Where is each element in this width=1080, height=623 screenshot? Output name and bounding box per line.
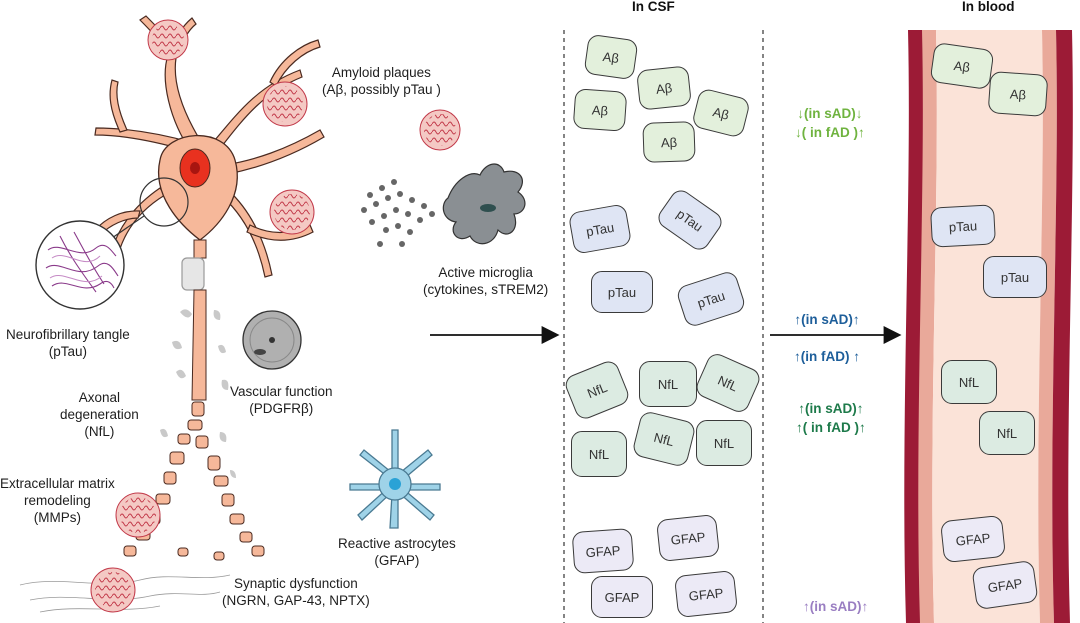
label-vascular: Vascular function (PDGFRβ)	[230, 383, 333, 417]
amyloid-plaque-icon	[90, 19, 461, 613]
csf-ptau-chip: pTau	[591, 271, 653, 313]
csf-nfl-chip: NfL	[696, 420, 752, 466]
neuron-soma	[158, 134, 238, 241]
label-astro-line1: Reactive astrocytes	[338, 536, 456, 551]
label-microglia-line1: Active microglia	[438, 265, 533, 280]
csf-gfap-chip: GFAP	[673, 569, 739, 619]
vascular-cell-icon	[242, 310, 302, 370]
label-ecm-line3: (MMPs)	[33, 510, 82, 525]
label-ecm-line1: Extracellular matrix	[0, 476, 115, 491]
csf-gfap-chip: GFAP	[571, 527, 635, 575]
change-ab-line2: ↓( in fAD )↑	[795, 125, 865, 140]
csf-gfap-chip: GFAP	[591, 576, 653, 618]
label-axonal-line3: (NfL)	[84, 424, 115, 439]
change-gfap: ↑(in sAD)↑	[803, 599, 869, 614]
change-ptau-line2: ↑(in fAD) ↑	[794, 349, 860, 364]
blood-nfl-chip: NfL	[941, 360, 997, 404]
blood-gfap-chip: GFAP	[971, 559, 1039, 611]
change-ab: ↓(in sAD)↓ ↓( in fAD )↑	[795, 104, 865, 142]
csf-nfl-chip: NfL	[571, 431, 627, 477]
blood-ptau-chip: pTau	[929, 204, 997, 248]
label-amyloid: Amyloid plaques (Aβ, possibly pTau )	[322, 64, 441, 98]
blood-gfap-chip: GFAP	[939, 514, 1007, 564]
label-synaptic-line1: Synaptic dysfunction	[233, 576, 358, 591]
change-nfl-line1: ↑(in sAD)↑	[798, 401, 864, 416]
label-astro-line2: (GFAP)	[374, 553, 420, 568]
label-vascular-line1: Vascular function	[230, 384, 333, 399]
change-ptau: ↑(in sAD)↑ ↑(in fAD) ↑	[794, 310, 860, 366]
label-amyloid-line1: Amyloid plaques	[331, 65, 431, 80]
change-ab-line1: ↓(in sAD)↓	[797, 106, 863, 121]
label-amyloid-line2: (Aβ, possibly pTau )	[322, 82, 441, 97]
label-astro: Reactive astrocytes (GFAP)	[338, 535, 456, 569]
tangle-magnifier	[35, 177, 189, 310]
header-csf: In CSF	[632, 0, 675, 14]
blood-vessel	[904, 30, 1073, 623]
csf-ab-chip: Aβ	[636, 65, 692, 111]
csf-ab-chip: Aβ	[642, 121, 696, 163]
change-nfl: ↑(in sAD)↑ ↑( in fAD )↑	[796, 399, 866, 437]
label-microglia-line2: (cytokines, sTREM2)	[423, 282, 549, 297]
microglia-icon	[361, 163, 526, 247]
csf-nfl-chip: NfL	[639, 361, 697, 407]
header-blood: In blood	[962, 0, 1015, 14]
label-tangle: Neurofibrillary tangle (pTau)	[6, 326, 130, 360]
label-ecm: Extracellular matrix remodeling (MMPs)	[0, 475, 115, 526]
change-ptau-line1: ↑(in sAD)↑	[794, 312, 860, 327]
label-vascular-line2: (PDGFRβ)	[249, 401, 314, 416]
change-nfl-line2: ↑( in fAD )↑	[796, 420, 866, 435]
label-ecm-line2: remodeling	[23, 493, 91, 508]
myelin-sheath	[181, 257, 205, 291]
csf-gfap-chip: GFAP	[655, 513, 721, 563]
blood-ab-chip: Aβ	[929, 42, 995, 90]
label-synaptic: Synaptic dysfunction (NGRN, GAP-43, NPTX…	[222, 575, 370, 609]
label-synaptic-line2: (NGRN, GAP-43, NPTX)	[222, 593, 370, 608]
label-axonal-line2: degeneration	[60, 407, 139, 422]
label-axonal-line1: Axonal	[78, 390, 121, 405]
csf-ab-chip: Aβ	[572, 88, 628, 132]
label-axonal: Axonal degeneration (NfL)	[60, 389, 139, 440]
blood-ab-chip: Aβ	[987, 71, 1049, 117]
label-tangle-line2: (pTau)	[48, 344, 88, 359]
astrocyte-icon	[349, 429, 441, 529]
csf-ab-chip: Aβ	[583, 33, 639, 81]
label-microglia: Active microglia (cytokines, sTREM2)	[423, 264, 548, 298]
label-tangle-line1: Neurofibrillary tangle	[6, 327, 130, 342]
blood-nfl-chip: NfL	[979, 411, 1035, 455]
blood-ptau-chip: pTau	[983, 256, 1047, 298]
